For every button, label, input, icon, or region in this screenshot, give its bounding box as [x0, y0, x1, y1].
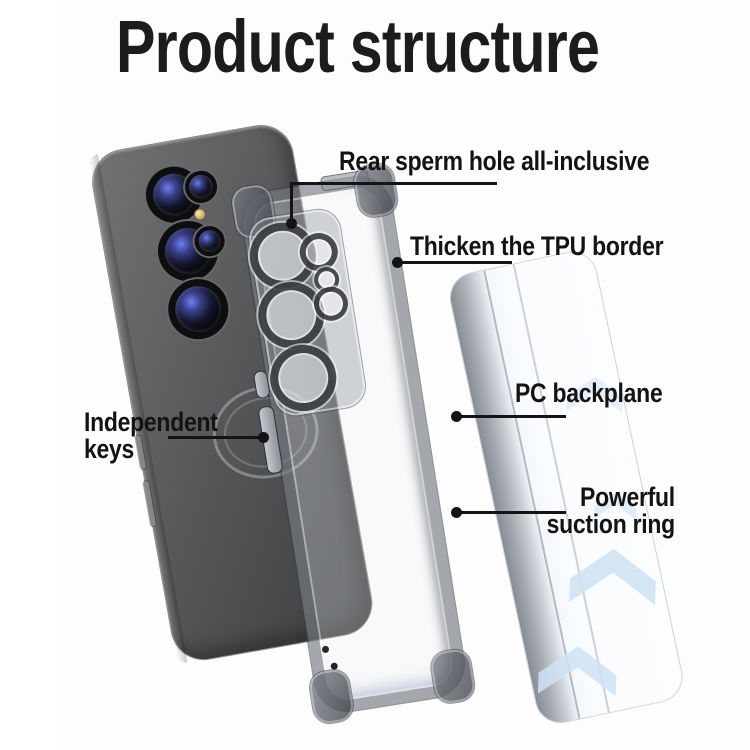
page-title: Product structure: [116, 5, 600, 88]
label-tpu-border: Thicken the TPU border: [410, 231, 664, 261]
label-suction-ring-line1: Powerful: [580, 482, 675, 512]
phone-flash: [194, 208, 206, 221]
leader-dot-pc-backplane: [451, 411, 462, 422]
leader-line-tpu-border: [397, 261, 512, 264]
reflection-chevron: [568, 547, 657, 624]
leader-dot-independent-keys: [258, 432, 269, 443]
label-independent-keys-line2: keys: [84, 434, 135, 464]
label-independent-keys-line1: Independent: [84, 407, 218, 437]
leader-dot-suction-ring: [451, 507, 462, 518]
label-pc-backplane: PC backplane: [515, 378, 663, 408]
label-suction-ring: Powerful suction ring: [546, 482, 676, 539]
leader-dot-rear-hole: [286, 218, 297, 229]
leader-line-rear-hole: [291, 182, 497, 185]
leader-line-suction-ring: [456, 511, 566, 514]
leader-dot-tpu-border: [392, 257, 403, 268]
leader-line-independent-keys: [168, 436, 260, 439]
leader-line-pc-backplane: [456, 415, 566, 418]
leader-line-rear-hole-drop: [290, 182, 293, 220]
phone-camera-lens-3: [163, 274, 234, 344]
label-independent-keys: Independent keys: [84, 409, 218, 463]
label-suction-ring-line2: suction ring: [546, 509, 676, 539]
label-rear-hole: Rear sperm hole all-inclusive: [339, 146, 650, 176]
